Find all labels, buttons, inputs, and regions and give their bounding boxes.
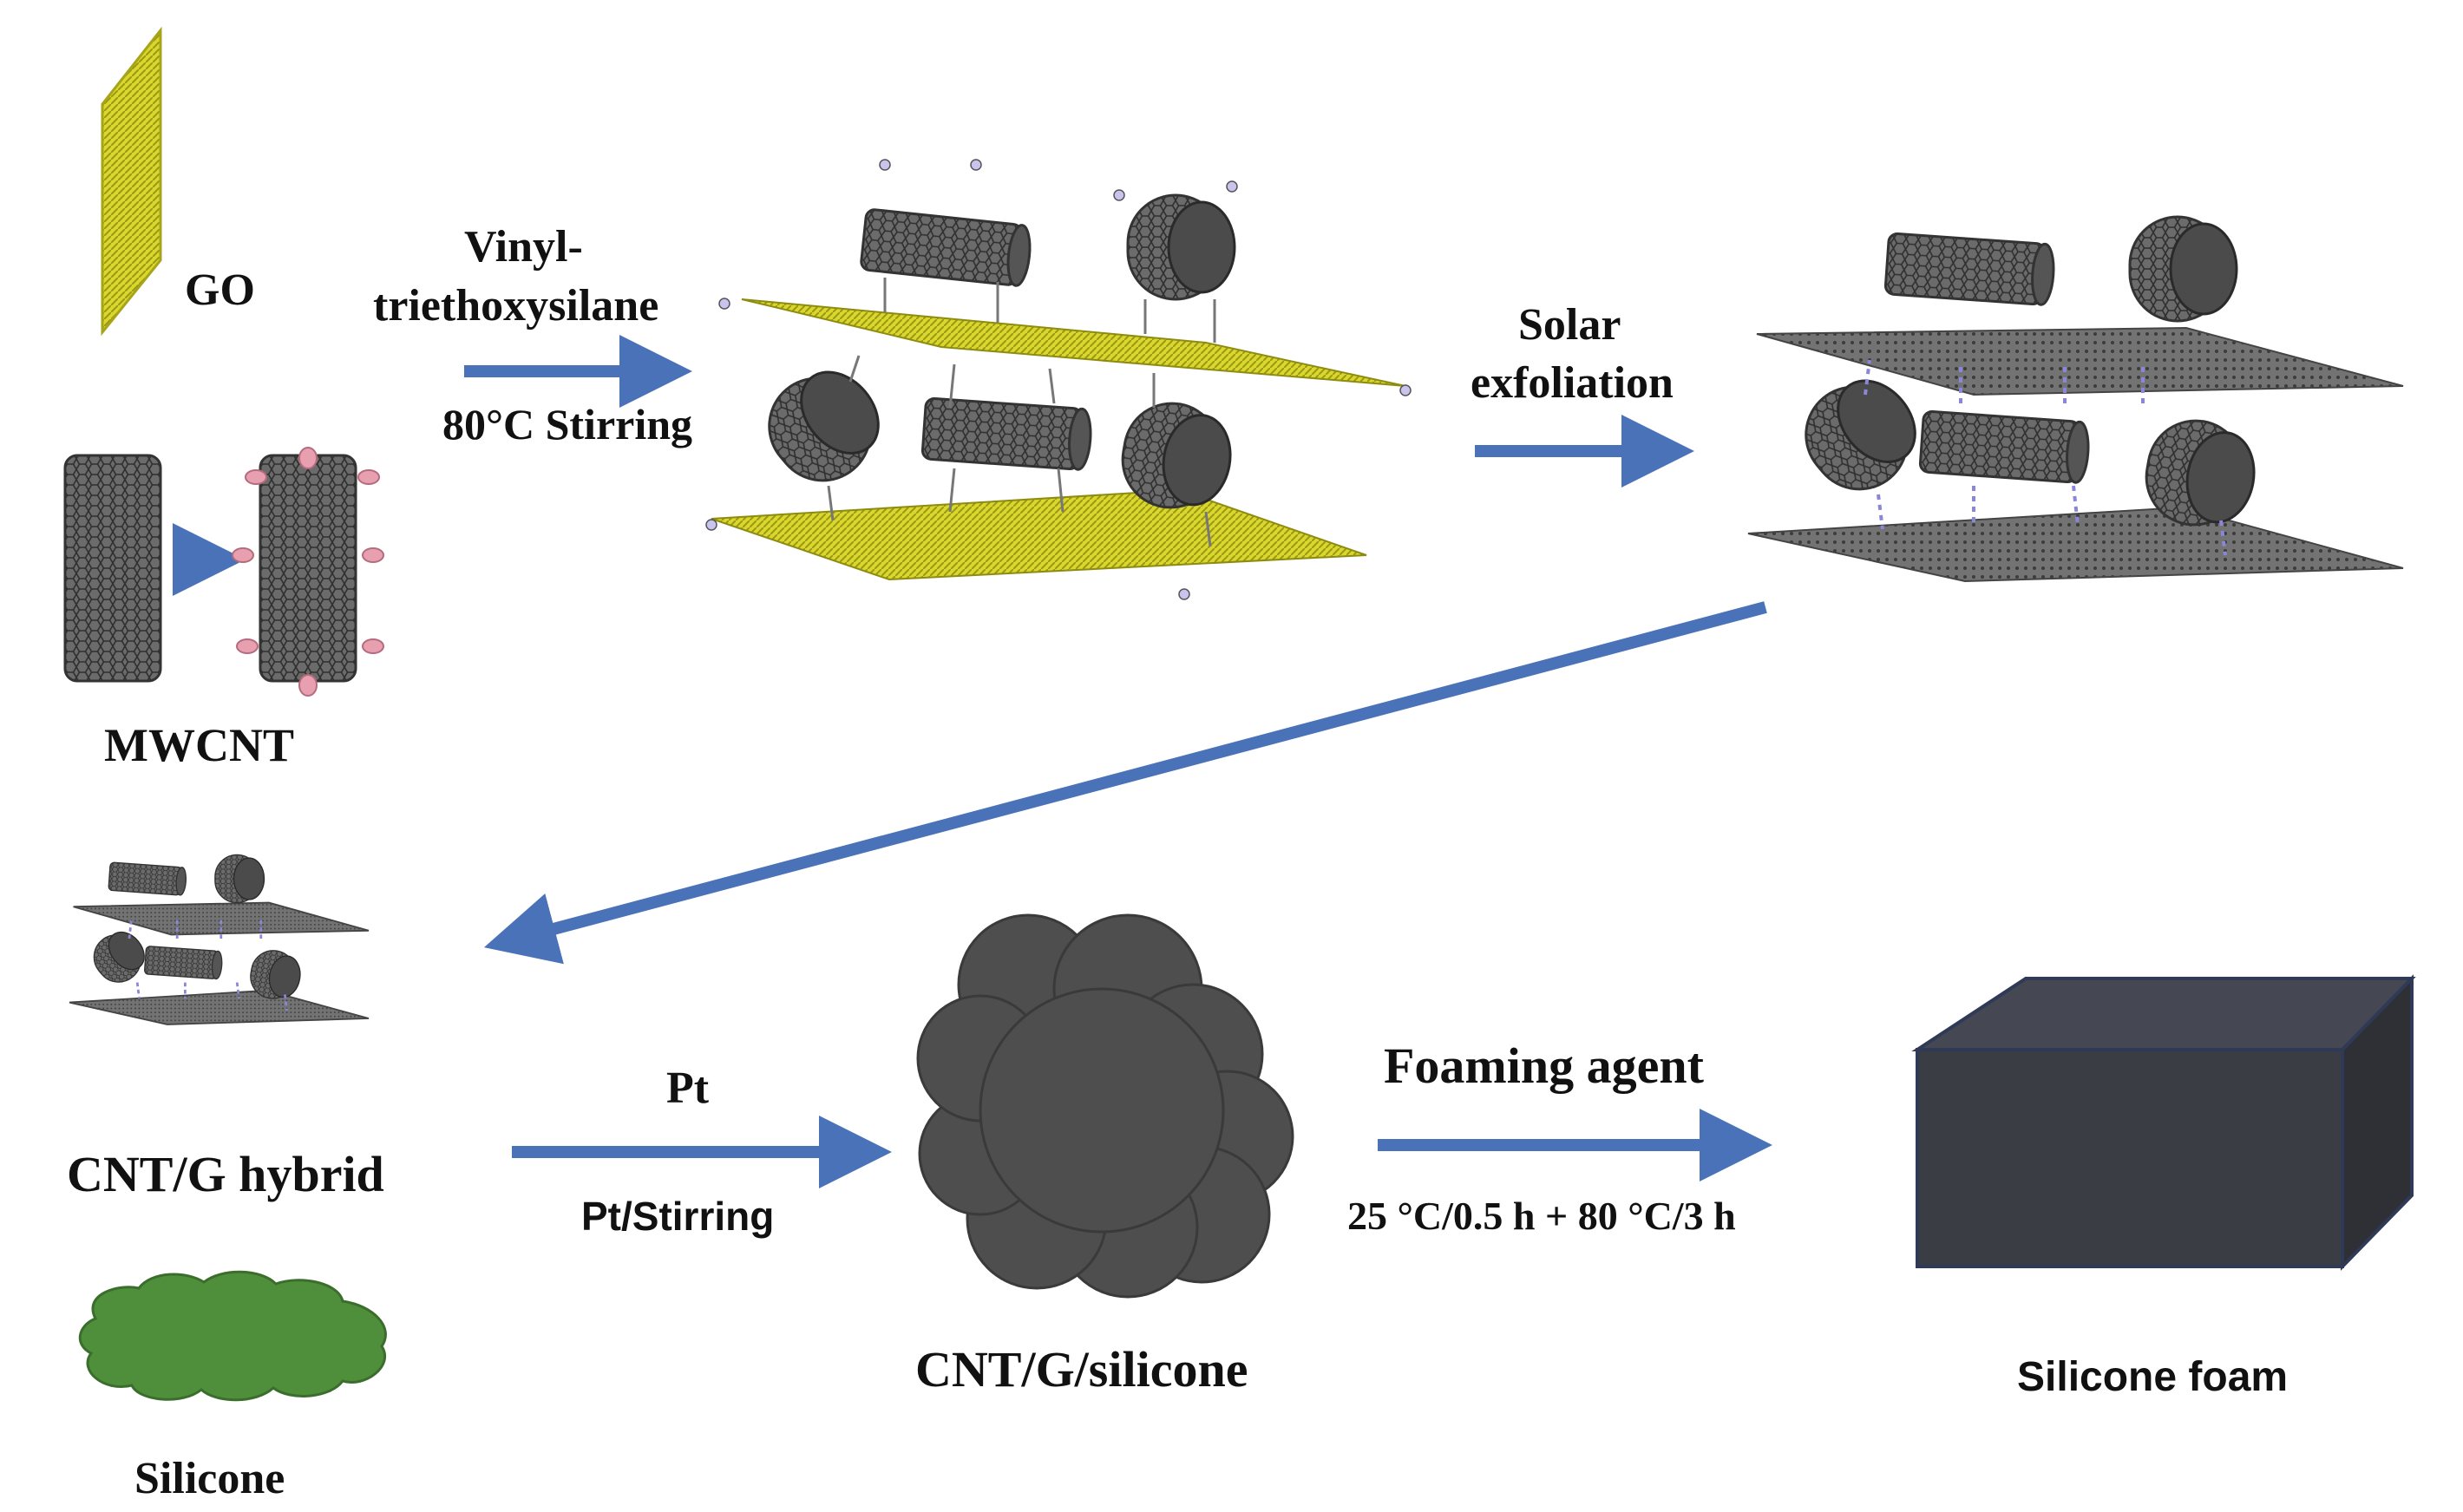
go-label: GO: [185, 265, 255, 315]
step2-label-line1: Solar: [1518, 300, 1621, 350]
silicone-blob: [78, 1270, 387, 1402]
step1-reagent-line1: Vinyl-: [464, 222, 583, 272]
go-cnt-assembly: [705, 159, 1412, 600]
silicone-label: Silicone: [134, 1454, 285, 1503]
step4-agent-label: Foaming agent: [1384, 1037, 1704, 1094]
cnt-g-hybrid: [69, 854, 370, 1025]
mwcnt-functionalized: [232, 447, 384, 697]
step4-condition-label: 25 °C/0.5 h + 80 °C/3 h: [1347, 1194, 1736, 1238]
composite-label: CNT/G/silicone: [915, 1341, 1248, 1397]
diagonal-arrow: [483, 601, 1767, 965]
step3-condition-label: Pt/Stirring: [581, 1194, 775, 1239]
graphene-cnt-exfoliated: [1747, 215, 2404, 583]
foam-label: Silicone foam: [2017, 1354, 2289, 1400]
go-sheet: [101, 26, 162, 337]
step3-catalyst-label: Pt: [666, 1064, 710, 1113]
silicone-foam-block: [1911, 974, 2416, 1271]
step1-condition-label: 80°C Stirring: [442, 400, 693, 448]
mwcnt-label: MWCNT: [104, 719, 294, 771]
mwcnt-pristine: [63, 454, 162, 683]
step1-reagent-line2: triethoxysilane: [373, 281, 659, 331]
composite-cloud: [916, 913, 1294, 1299]
hybrid-label: CNT/G hybrid: [67, 1146, 384, 1202]
step2-label-line2: exfoliation: [1471, 358, 1674, 408]
